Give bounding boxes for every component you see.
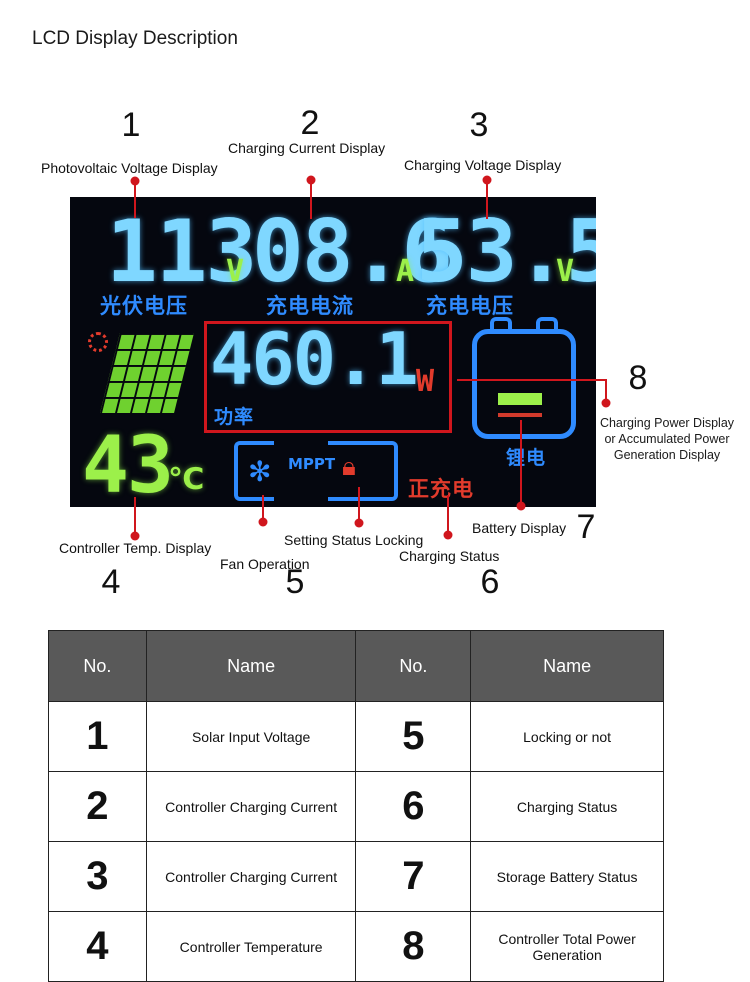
callout-label-8-line-2: or Accumulated Power (604, 432, 730, 446)
callout-label-2: Charging Current Display (228, 140, 386, 156)
row-number: 4 (48, 911, 147, 982)
table-row: 3 Controller Charging Current 7 Storage … (48, 841, 664, 912)
row-name: Storage Battery Status (470, 841, 664, 912)
charging-voltage-caption: 充电电压 (426, 294, 514, 318)
pv-voltage-value: 113 (106, 202, 257, 302)
callout-label-8: Charging Power Display or Accumulated Po… (592, 415, 742, 463)
row-number: 8 (355, 911, 472, 982)
charging-voltage-value: 53.5 (416, 202, 596, 302)
callout-line-2 (310, 181, 312, 219)
row-name: Controller Temperature (145, 911, 357, 982)
table-row: 2 Controller Charging Current 6 Charging… (48, 771, 664, 842)
callout-line-6 (447, 495, 449, 535)
battery-terminal-right (536, 317, 558, 331)
callout-line-4 (134, 497, 136, 536)
pv-voltage-unit: V (226, 254, 244, 289)
callout-dot-4 (130, 531, 140, 541)
charging-current-unit: A (396, 254, 414, 289)
callout-line-5 (262, 495, 264, 523)
solar-panel-icon (100, 333, 194, 413)
callout-number-2: 2 (300, 104, 320, 142)
lcd-display: 113 V 光伏电压 08.6 A 充电电流 53.5 V 充电电压 460.1… (70, 197, 596, 507)
callout-line-1 (134, 182, 136, 218)
charging-current-value: 08.6 (252, 202, 453, 302)
charging-voltage-unit: V (556, 254, 574, 289)
callout-line-3 (486, 181, 488, 219)
header-name-right: Name (470, 630, 664, 702)
sun-icon (88, 332, 108, 352)
battery-level-bar (498, 393, 542, 405)
callout-label-1: Photovoltaic Voltage Display (41, 160, 218, 176)
row-number: 2 (48, 771, 147, 842)
battery-base-bar (498, 413, 542, 417)
callout-dot-8 (601, 398, 611, 408)
callout-number-7: 7 (576, 508, 596, 546)
callout-number-1: 1 (121, 106, 141, 144)
row-name: Charging Status (470, 771, 664, 842)
callout-label-8-line-1: Charging Power Display (599, 416, 735, 430)
fan-bracket-right (328, 441, 398, 501)
callout-number-8: 8 (628, 359, 648, 397)
header-no-left: No. (48, 630, 147, 702)
callout-label-8-line-3: Generation Display (613, 448, 721, 462)
mppt-indicator: MPPT (288, 455, 336, 473)
row-name: Locking or not (470, 701, 664, 772)
callout-line-8-v (605, 379, 607, 403)
power-value: 460.1 (210, 317, 419, 401)
callout-dot-3 (482, 175, 492, 185)
row-number: 5 (355, 701, 472, 772)
callout-dot-6 (443, 530, 453, 540)
battery-caption: 锂电 (506, 447, 547, 469)
callout-dot-5-lock (354, 518, 364, 528)
callout-number-5: 5 (285, 563, 305, 601)
battery-icon (472, 329, 576, 439)
callout-label-4: Controller Temp. Display (59, 540, 212, 556)
table-row: 4 Controller Temperature 8 Controller To… (48, 911, 664, 982)
callout-label-5: Fan Operation (220, 556, 310, 572)
callout-label-5-locking: Setting Status Locking (284, 532, 424, 548)
callout-dot-2 (306, 175, 316, 185)
charging-current-caption: 充电电流 (266, 294, 354, 318)
callout-label-3: Charging Voltage Display (404, 157, 562, 173)
row-name: Controller Total Power Generation (470, 911, 664, 982)
row-number: 3 (48, 841, 147, 912)
temperature-unit: ℃ (168, 462, 205, 497)
pv-voltage-caption: 光伏电压 (100, 294, 188, 318)
power-unit: W (416, 364, 434, 399)
page-title: LCD Display Description (32, 28, 238, 49)
callout-line-8-h (457, 379, 607, 381)
table-row: 1 Solar Input Voltage 5 Locking or not (48, 701, 664, 772)
power-display-box (204, 321, 452, 433)
callout-dot-1 (130, 176, 140, 186)
row-name: Controller Charging Current (145, 841, 357, 912)
callout-line-5-lock (358, 487, 360, 523)
callout-line-7 (520, 420, 522, 506)
callout-label-7: Battery Display (472, 520, 567, 536)
row-number: 6 (355, 771, 472, 842)
lock-icon: 🔒︎ (342, 452, 356, 482)
row-number: 7 (355, 841, 472, 912)
fan-bracket-left (234, 441, 274, 501)
battery-terminal-left (490, 317, 512, 331)
power-caption: 功率 (214, 406, 255, 428)
header-no-right: No. (355, 630, 472, 702)
callout-number-6: 6 (480, 563, 500, 601)
callout-number-4: 4 (101, 563, 121, 601)
row-name: Solar Input Voltage (145, 701, 357, 772)
row-name: Controller Charging Current (145, 771, 357, 842)
description-table: No. Name No. Name 1 Solar Input Voltage … (48, 630, 664, 982)
callout-dot-7 (516, 501, 526, 511)
charging-status-text: 正充电 (408, 477, 474, 501)
header-name-left: Name (145, 630, 357, 702)
table-header-row: No. Name No. Name (48, 630, 664, 702)
temperature-value: 43 (82, 421, 174, 507)
callout-label-6: Charging Status (399, 548, 500, 564)
callout-dot-5 (258, 517, 268, 527)
callout-number-3: 3 (469, 106, 489, 144)
fan-icon: ✻ (248, 455, 272, 488)
row-number: 1 (48, 701, 147, 772)
